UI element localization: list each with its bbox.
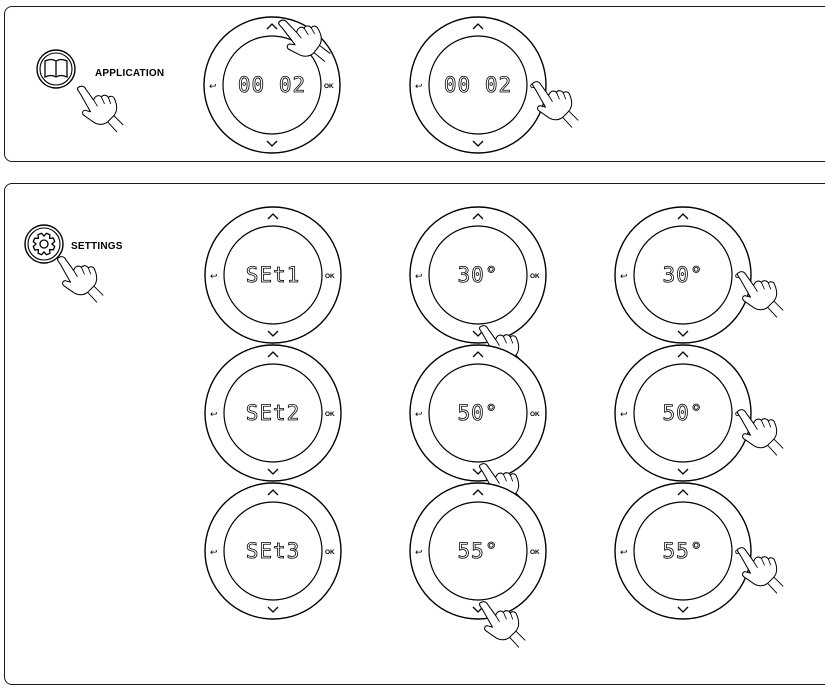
ok-button[interactable]: OK xyxy=(530,273,540,280)
settings-dial-r3-c1[interactable]: ↩ OK SEt3 xyxy=(204,482,342,620)
dial-display-face xyxy=(633,363,733,463)
down-arrow-icon[interactable] xyxy=(267,330,279,337)
settings-dial-r2-c2[interactable]: ↩ OK 50° xyxy=(409,344,547,510)
down-arrow-icon[interactable] xyxy=(677,468,689,475)
display-readout: 30° xyxy=(458,263,499,287)
up-arrow-icon[interactable] xyxy=(472,213,484,220)
dial-display-face xyxy=(223,501,323,601)
back-icon[interactable]: ↩ xyxy=(620,410,628,420)
down-arrow-icon[interactable] xyxy=(677,606,689,613)
ok-button[interactable]: OK xyxy=(325,273,335,280)
settings-dial-r1-c1[interactable]: ↩ OK SEt1 xyxy=(204,206,342,344)
settings-dial-r3-c2[interactable]: ↩ OK 55° xyxy=(409,482,547,648)
display-readout: 00 02 xyxy=(444,73,512,97)
dial-display-face xyxy=(223,363,323,463)
dial-display-face xyxy=(428,225,528,325)
up-arrow-icon[interactable] xyxy=(677,213,689,220)
display-readout: SEt2 xyxy=(246,401,301,425)
dial-display-face xyxy=(222,35,322,135)
down-arrow-icon[interactable] xyxy=(267,606,279,613)
display-readout: SEt1 xyxy=(246,263,301,287)
up-arrow-icon[interactable] xyxy=(266,23,278,30)
down-arrow-icon[interactable] xyxy=(266,140,278,147)
up-arrow-icon[interactable] xyxy=(677,351,689,358)
ok-button[interactable]: OK xyxy=(530,411,540,418)
display-readout: 50° xyxy=(663,401,704,425)
display-readout: 00 02 xyxy=(238,73,306,97)
back-icon[interactable]: ↩ xyxy=(210,548,218,558)
settings-dial-r2-c1[interactable]: ↩ OK SEt2 xyxy=(204,344,342,482)
back-icon[interactable]: ↩ xyxy=(620,272,628,282)
dial-display-face xyxy=(428,363,528,463)
back-icon[interactable]: ↩ xyxy=(415,410,423,420)
back-icon[interactable]: ↩ xyxy=(620,548,628,558)
display-readout: 30° xyxy=(663,263,704,287)
settings-label: SETTINGS xyxy=(71,241,123,252)
press-hand-icon xyxy=(76,85,124,133)
gear-icon xyxy=(24,224,64,264)
ok-button[interactable]: OK xyxy=(325,411,335,418)
up-arrow-icon[interactable] xyxy=(472,489,484,496)
back-icon[interactable]: ↩ xyxy=(209,82,217,92)
up-arrow-icon[interactable] xyxy=(267,351,279,358)
ok-button[interactable]: OK xyxy=(530,549,540,556)
back-icon[interactable]: ↩ xyxy=(210,410,218,420)
mode-icons xyxy=(24,49,124,303)
dial-display-face xyxy=(428,501,528,601)
display-readout: 55° xyxy=(458,539,499,563)
ok-button[interactable]: OK xyxy=(324,83,334,90)
application-label: APPLICATION xyxy=(95,68,165,79)
settings-dial-r1-c2[interactable]: ↩ OK 30° xyxy=(409,206,547,372)
back-icon[interactable]: ↩ xyxy=(415,82,423,92)
dial-display-face xyxy=(223,225,323,325)
up-arrow-icon[interactable] xyxy=(472,23,484,30)
display-readout: 50° xyxy=(458,401,499,425)
up-arrow-icon[interactable] xyxy=(677,489,689,496)
down-arrow-icon[interactable] xyxy=(677,330,689,337)
up-arrow-icon[interactable] xyxy=(267,489,279,496)
ok-button[interactable]: OK xyxy=(325,549,335,556)
up-arrow-icon[interactable] xyxy=(267,213,279,220)
manual-book-icon xyxy=(36,49,76,89)
display-readout: 55° xyxy=(663,539,704,563)
back-icon[interactable]: ↩ xyxy=(415,272,423,282)
application-dial-1[interactable]: ↩ OK 00 02 xyxy=(203,13,341,154)
back-icon[interactable]: ↩ xyxy=(210,272,218,282)
down-arrow-icon[interactable] xyxy=(267,468,279,475)
display-readout: SEt3 xyxy=(246,539,301,563)
back-icon[interactable]: ↩ xyxy=(415,548,423,558)
press-hand-icon xyxy=(56,256,104,303)
up-arrow-icon[interactable] xyxy=(472,351,484,358)
dial-display-face xyxy=(428,35,528,135)
dial-display-face xyxy=(633,225,733,325)
down-arrow-icon[interactable] xyxy=(472,140,484,147)
dial-display-face xyxy=(633,501,733,601)
